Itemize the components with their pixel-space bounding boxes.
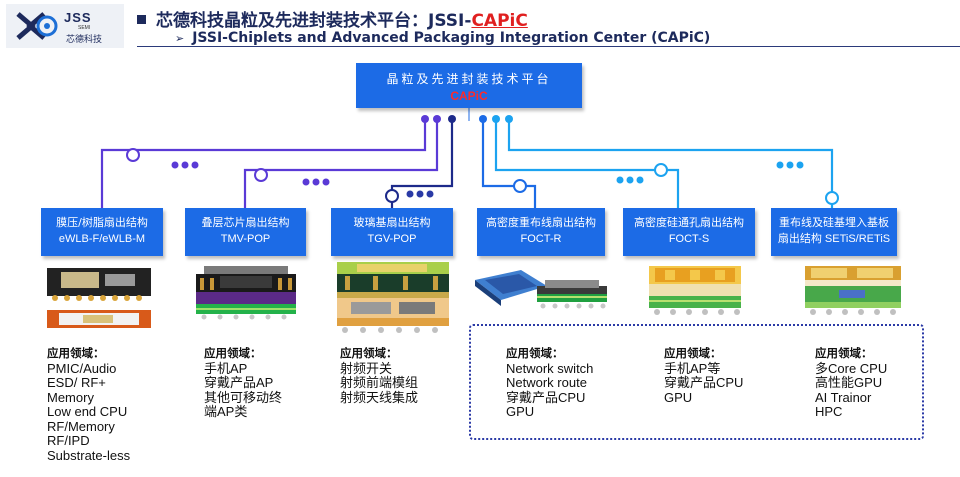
arrow-bullet-icon: ➢ — [175, 32, 185, 45]
category-foct-s: 高密度硅通孔扇出结构 FOCT-S — [623, 208, 755, 256]
category-foct-r-code: FOCT-R — [520, 233, 562, 245]
category-tgv-pop: 玻璃基扇出结构 TGV-POP — [331, 208, 453, 256]
platform-root-box: 晶粒及先进封装技术平台 CAPiC — [356, 63, 582, 108]
page-subtitle-text: JSSI-Chiplets and Advanced Packaging Int… — [192, 30, 711, 46]
page-subtitle: ➢ JSSI-Chiplets and Advanced Packaging In… — [175, 30, 710, 46]
application-item: 穿戴产品CPU — [506, 389, 586, 405]
logo-company-name: 芯德科技 — [66, 35, 103, 45]
category-tmv-pop-cn: 叠层芯片扇出结构 — [201, 216, 290, 229]
category-foct-s-cn: 高密度硅通孔扇出结构 — [634, 216, 744, 229]
page-title: 芯德科技晶粒及先进封装技术平台：JSSI-CAPiC — [137, 6, 528, 31]
logo-tagline: SEMI — [78, 25, 91, 31]
applications-heading: 应用领域： — [204, 346, 262, 360]
category-foct-r: 高密度重布线扇出结构 FOCT-R — [477, 208, 605, 256]
logo-brand-text: JSS — [64, 10, 92, 25]
application-item: Network route — [506, 375, 587, 390]
category-foct-r-cn: 高密度重布线扇出结构 — [486, 216, 596, 229]
application-item: 端AP类 — [204, 404, 248, 419]
category-tgv-pop-code: TGV-POP — [367, 233, 417, 245]
applications-ewlb: 应用领域： PMIC/Audio ESD/ RF+ Memory Low end… — [47, 346, 130, 463]
applications-foct-r: 应用领域： Network switch Network route 穿戴产品C… — [506, 346, 593, 420]
applications-tgv-pop: 应用领域： 射频开关 射频前端模组 射频天线集成 — [340, 346, 418, 405]
applications-heading: 应用领域： — [506, 346, 564, 360]
application-item: 射频前端模组 — [340, 375, 419, 390]
application-item: GPU — [506, 404, 535, 419]
application-item: 其他可移动终 — [204, 389, 283, 405]
category-ewlb: 膜压/树脂扇出结构 eWLB-F/eWLB-M — [41, 208, 163, 256]
category-tmv-pop: 叠层芯片扇出结构 TMV-POP — [185, 208, 306, 256]
category-tgv-pop-cn: 玻璃基扇出结构 — [353, 216, 431, 229]
platform-root-acronym: CAPiC — [450, 89, 488, 103]
application-item: 多Core CPU — [815, 360, 888, 376]
bullet-square-icon — [137, 15, 146, 24]
application-item: 高性能GPU — [815, 375, 883, 390]
application-item: 手机AP等 — [664, 360, 721, 376]
category-setis-retis: 重布线及硅基埋入基板 扇出结构 SETiS/RETiS — [771, 208, 897, 256]
company-logo: JSS SEMI 芯德科技 — [6, 4, 124, 48]
applications-heading: 应用领域： — [340, 346, 398, 360]
application-item: 手机AP — [204, 360, 248, 376]
application-item: 穿戴产品AP — [204, 375, 274, 390]
application-item: ESD/ RF+ — [47, 375, 106, 390]
foct-r-package-image — [475, 270, 607, 309]
applications-tmv-pop: 应用领域： 手机AP 穿戴产品AP 其他可移动终 端AP类 — [204, 346, 282, 420]
page-title-prefix: 芯德科技晶粒及先进封装技术平台：JSSI- — [156, 11, 472, 31]
application-item: Low end CPU — [47, 404, 128, 419]
category-ewlb-cn: 膜压/树脂扇出结构 — [56, 216, 148, 229]
application-item: GPU — [664, 389, 693, 405]
applications-heading: 应用领域： — [664, 346, 722, 360]
application-item: PMIC/Audio — [47, 360, 117, 376]
application-item: Substrate-less — [47, 447, 131, 463]
application-item: HPC — [815, 404, 843, 419]
application-item: RF/Memory — [47, 418, 115, 434]
application-item: RF/IPD — [47, 433, 90, 448]
tgv-pop-package-image — [337, 262, 449, 333]
application-item: 射频天线集成 — [340, 389, 419, 405]
category-ewlb-code: eWLB-F/eWLB-M — [58, 233, 146, 245]
application-item: AI Trainor — [815, 389, 872, 405]
category-tmv-pop-code: TMV-POP — [220, 233, 271, 245]
category-setis-retis-code: 扇出结构 SETiS/RETiS — [777, 233, 891, 245]
application-item: Network switch — [506, 360, 594, 376]
application-item: Memory — [47, 389, 94, 405]
tmv-pop-package-image — [196, 266, 296, 320]
application-item: 射频开关 — [340, 360, 393, 376]
applications-heading: 应用领域： — [47, 346, 105, 360]
category-setis-retis-cn: 重布线及硅基埋入基板 — [779, 216, 889, 229]
header-divider — [137, 46, 960, 47]
setis-retis-package-image — [805, 266, 901, 315]
jss-logo-icon — [16, 12, 58, 40]
ewlb-package-image — [47, 268, 151, 328]
applications-setis-retis: 应用领域： 多Core CPU 高性能GPU AI Trainor HPC — [815, 346, 887, 420]
category-foct-s-code: FOCT-S — [668, 233, 710, 245]
application-item: 穿戴产品CPU — [664, 375, 744, 390]
applications-foct-s: 应用领域： 手机AP等 穿戴产品CPU GPU — [664, 346, 743, 405]
platform-root-label: 晶粒及先进封装技术平台 — [386, 72, 552, 86]
applications-heading: 应用领域： — [815, 346, 873, 360]
page-title-highlight: CAPiC — [471, 11, 528, 31]
foct-s-package-image — [649, 266, 741, 315]
advanced-group-frame — [469, 324, 924, 440]
